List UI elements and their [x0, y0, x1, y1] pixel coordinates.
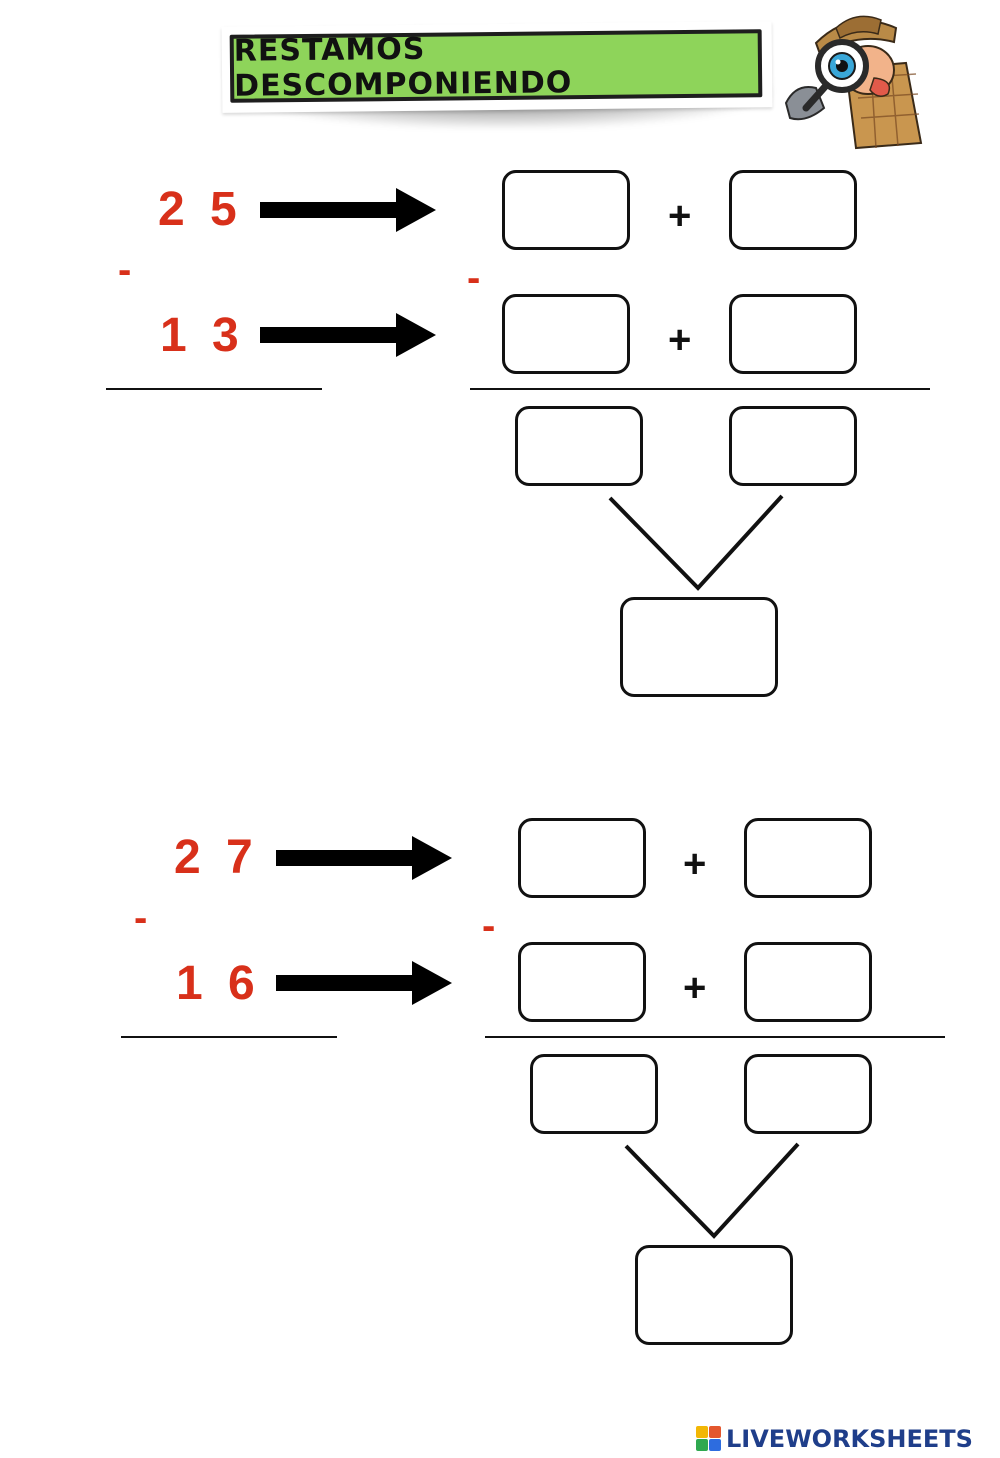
- arrow-right-icon: [276, 961, 452, 1005]
- join-lines: [624, 1142, 800, 1239]
- arrow-right-icon: [260, 313, 436, 357]
- final-result-box-1[interactable]: [620, 597, 778, 697]
- units-box-top-2[interactable]: [744, 818, 872, 898]
- detective-magnifier-icon: [784, 15, 923, 150]
- minuend-2: 2 7: [174, 831, 259, 884]
- subtrahend-2: 1 6: [176, 957, 261, 1010]
- title-banner: RESTAMOS DESCOMPONIENDO: [221, 21, 773, 113]
- final-result-box-2[interactable]: [635, 1245, 793, 1345]
- footer-brand: LIVEWORKSHEETS: [726, 1425, 973, 1453]
- plus-sign: +: [668, 318, 692, 362]
- minus-sign-1: -: [118, 248, 132, 292]
- minus-sign-right-1: -: [467, 256, 481, 300]
- join-lines: [608, 494, 784, 591]
- tens-box-bottom-1[interactable]: [502, 294, 630, 374]
- liveworksheets-logo-icon: [696, 1426, 721, 1451]
- tens-difference-box-1[interactable]: [515, 406, 643, 486]
- result-line-left-1: [106, 388, 322, 390]
- arrow-right-icon: [260, 188, 436, 232]
- result-line-right-2: [485, 1036, 945, 1038]
- result-line-right-1: [470, 388, 930, 390]
- units-difference-box-2[interactable]: [744, 1054, 872, 1134]
- tens-box-top-2[interactable]: [518, 818, 646, 898]
- minus-sign-right-2: -: [482, 904, 496, 948]
- page-title: RESTAMOS DESCOMPONIENDO: [233, 31, 573, 104]
- tens-box-bottom-2[interactable]: [518, 942, 646, 1022]
- units-box-top-1[interactable]: [729, 170, 857, 250]
- units-box-bottom-2[interactable]: [744, 942, 872, 1022]
- plus-sign: +: [668, 194, 692, 238]
- tens-difference-box-2[interactable]: [530, 1054, 658, 1134]
- tens-box-top-1[interactable]: [502, 170, 630, 250]
- subtrahend-1: 1 3: [160, 309, 245, 362]
- arrow-right-icon: [276, 836, 452, 880]
- liveworksheets-logo[interactable]: LIVEWORKSHEETS: [696, 1424, 973, 1454]
- minus-sign-2: -: [134, 896, 148, 940]
- units-box-bottom-1[interactable]: [729, 294, 857, 374]
- result-line-left-2: [121, 1036, 337, 1038]
- plus-sign: +: [683, 842, 707, 886]
- plus-sign: +: [683, 966, 707, 1010]
- minuend-1: 2 5: [158, 183, 243, 236]
- units-difference-box-1[interactable]: [729, 406, 857, 486]
